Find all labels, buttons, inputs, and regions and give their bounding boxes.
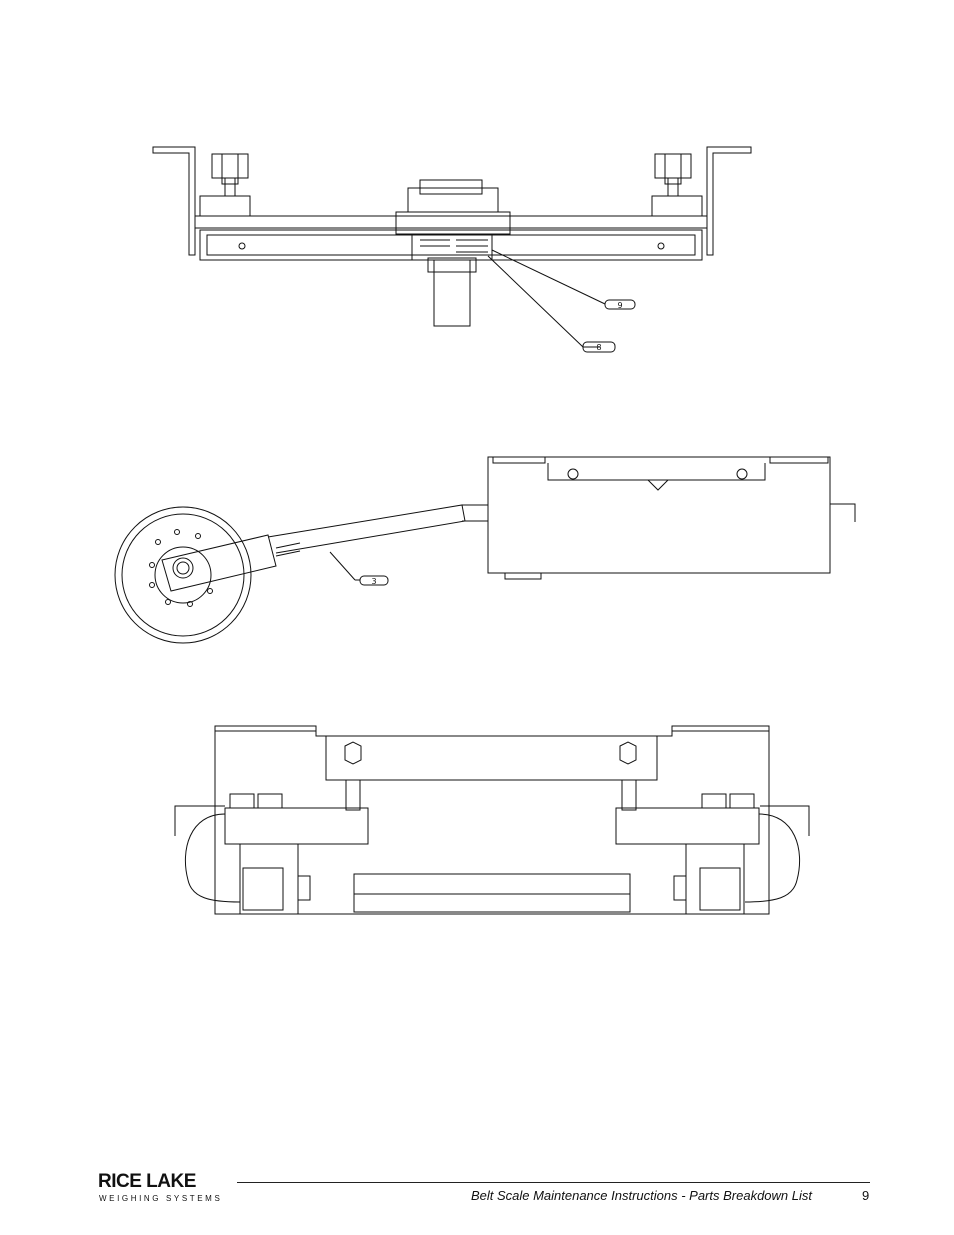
callout-3: 3	[371, 577, 376, 586]
footer-rule	[237, 1182, 870, 1183]
plan-view-drawing	[174, 725, 810, 915]
parts-drawing: 9 8 3	[114, 146, 856, 915]
side-view-drawing	[114, 456, 856, 644]
document-title: Belt Scale Maintenance Instructions - Pa…	[470, 1188, 812, 1203]
callout-8: 8	[596, 343, 601, 352]
page-number: 9	[862, 1188, 870, 1203]
callout-9: 9	[617, 301, 622, 310]
logo-tagline: WEIGHING SYSTEMS	[99, 1194, 223, 1203]
rice-lake-logo: RICE LAKE WEIGHING SYSTEMS	[98, 1172, 238, 1208]
logo-wordmark: RICE LAKE	[98, 1171, 196, 1192]
front-view-drawing	[152, 146, 752, 353]
